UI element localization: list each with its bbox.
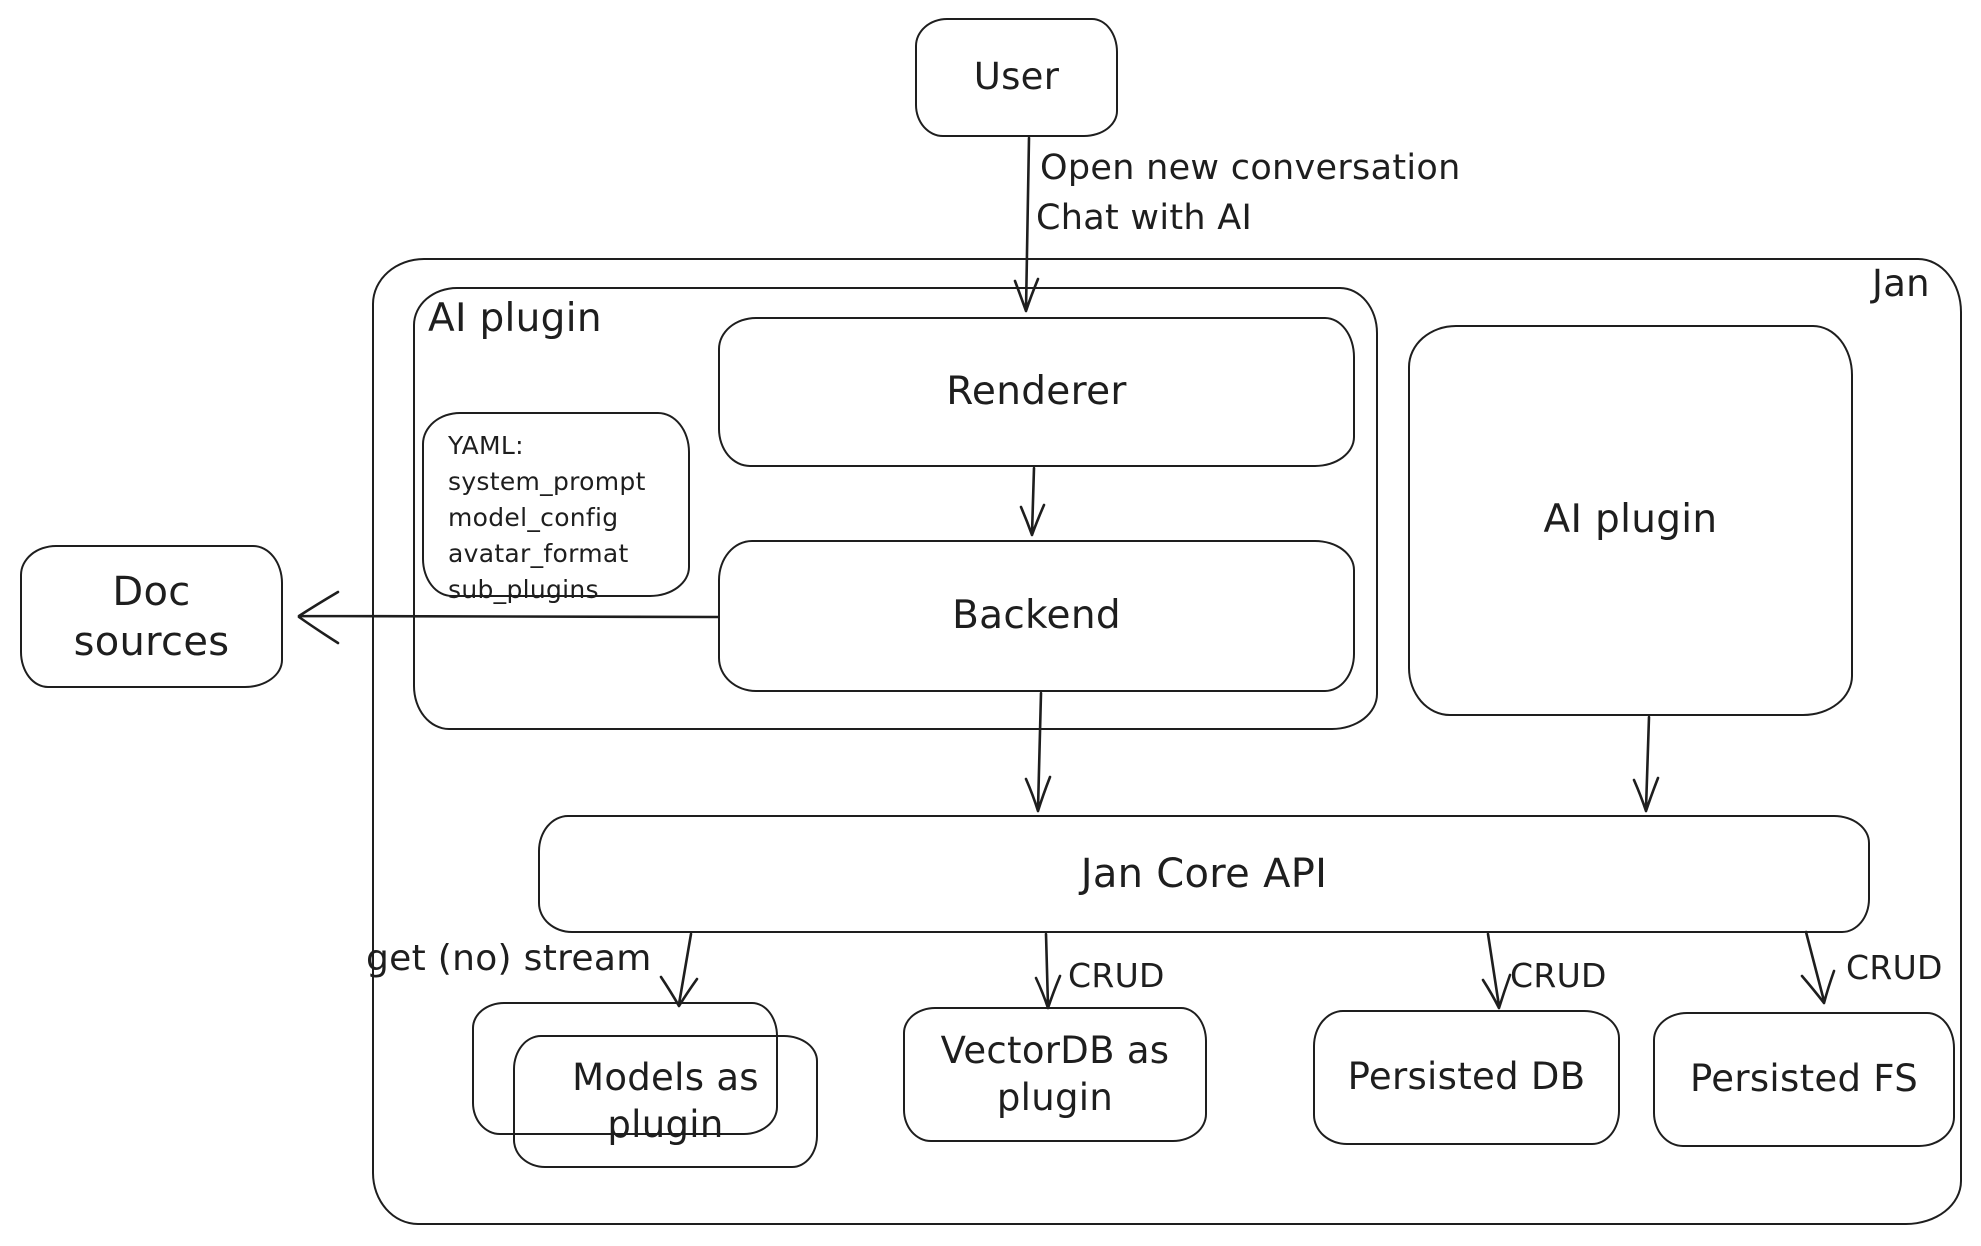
ai-plugin-node-label: AI plugin [1543,497,1718,543]
vectordb-plugin-node: VectorDB as plugin [903,1007,1207,1142]
yaml-note-line: avatar_format [448,539,629,568]
doc-sources-node-label: Doc sources [73,568,230,665]
persisted-db-node-label: Persisted DB [1347,1055,1586,1099]
ai-plugin-node: AI plugin [1408,325,1853,716]
yaml-note-line: sub_plugins [448,575,599,604]
edge-label-crud-vectordb: CRUD [1068,956,1165,995]
edge-label-crud-persisted-db: CRUD [1510,956,1607,995]
yaml-note-line: model_config [448,503,619,532]
renderer-node: Renderer [718,317,1355,467]
models-plugin-node-label: Models as plugin [572,1056,759,1146]
ai-plugin-group-container [413,287,1378,730]
edge-label-get-no-stream: get (no) stream [366,938,652,979]
edge-label-open-conversation: Open new conversation [1040,148,1461,188]
user-node: User [915,18,1118,137]
models-plugin-node: Models as plugin [513,1035,818,1168]
doc-sources-node: Doc sources [20,545,283,688]
edge-label-crud-persisted-fs: CRUD [1846,948,1943,987]
persisted-db-node: Persisted DB [1313,1010,1620,1145]
backend-node: Backend [718,540,1355,692]
jan-container [372,258,1962,1225]
renderer-node-label: Renderer [946,368,1127,414]
jan-core-api-node: Jan Core API [538,815,1870,933]
user-node-label: User [973,55,1060,99]
jan-container-label: Jan [1872,262,1930,305]
backend-node-label: Backend [952,592,1121,638]
vectordb-plugin-node-label: VectorDB as plugin [940,1029,1170,1119]
yaml-note-line: YAML: [448,431,524,460]
persisted-fs-node-label: Persisted FS [1689,1057,1919,1101]
edge-label-chat-with-ai: Chat with AI [1036,198,1253,238]
models-plugin-outer-box [472,1002,778,1135]
ai-plugin-group-label: AI plugin [428,296,602,341]
persisted-fs-node: Persisted FS [1653,1012,1955,1147]
yaml-note: YAML: system_prompt model_config avatar_… [422,412,690,604]
jan-core-api-node-label: Jan Core API [1080,851,1328,897]
yaml-note-line: system_prompt [448,467,646,496]
